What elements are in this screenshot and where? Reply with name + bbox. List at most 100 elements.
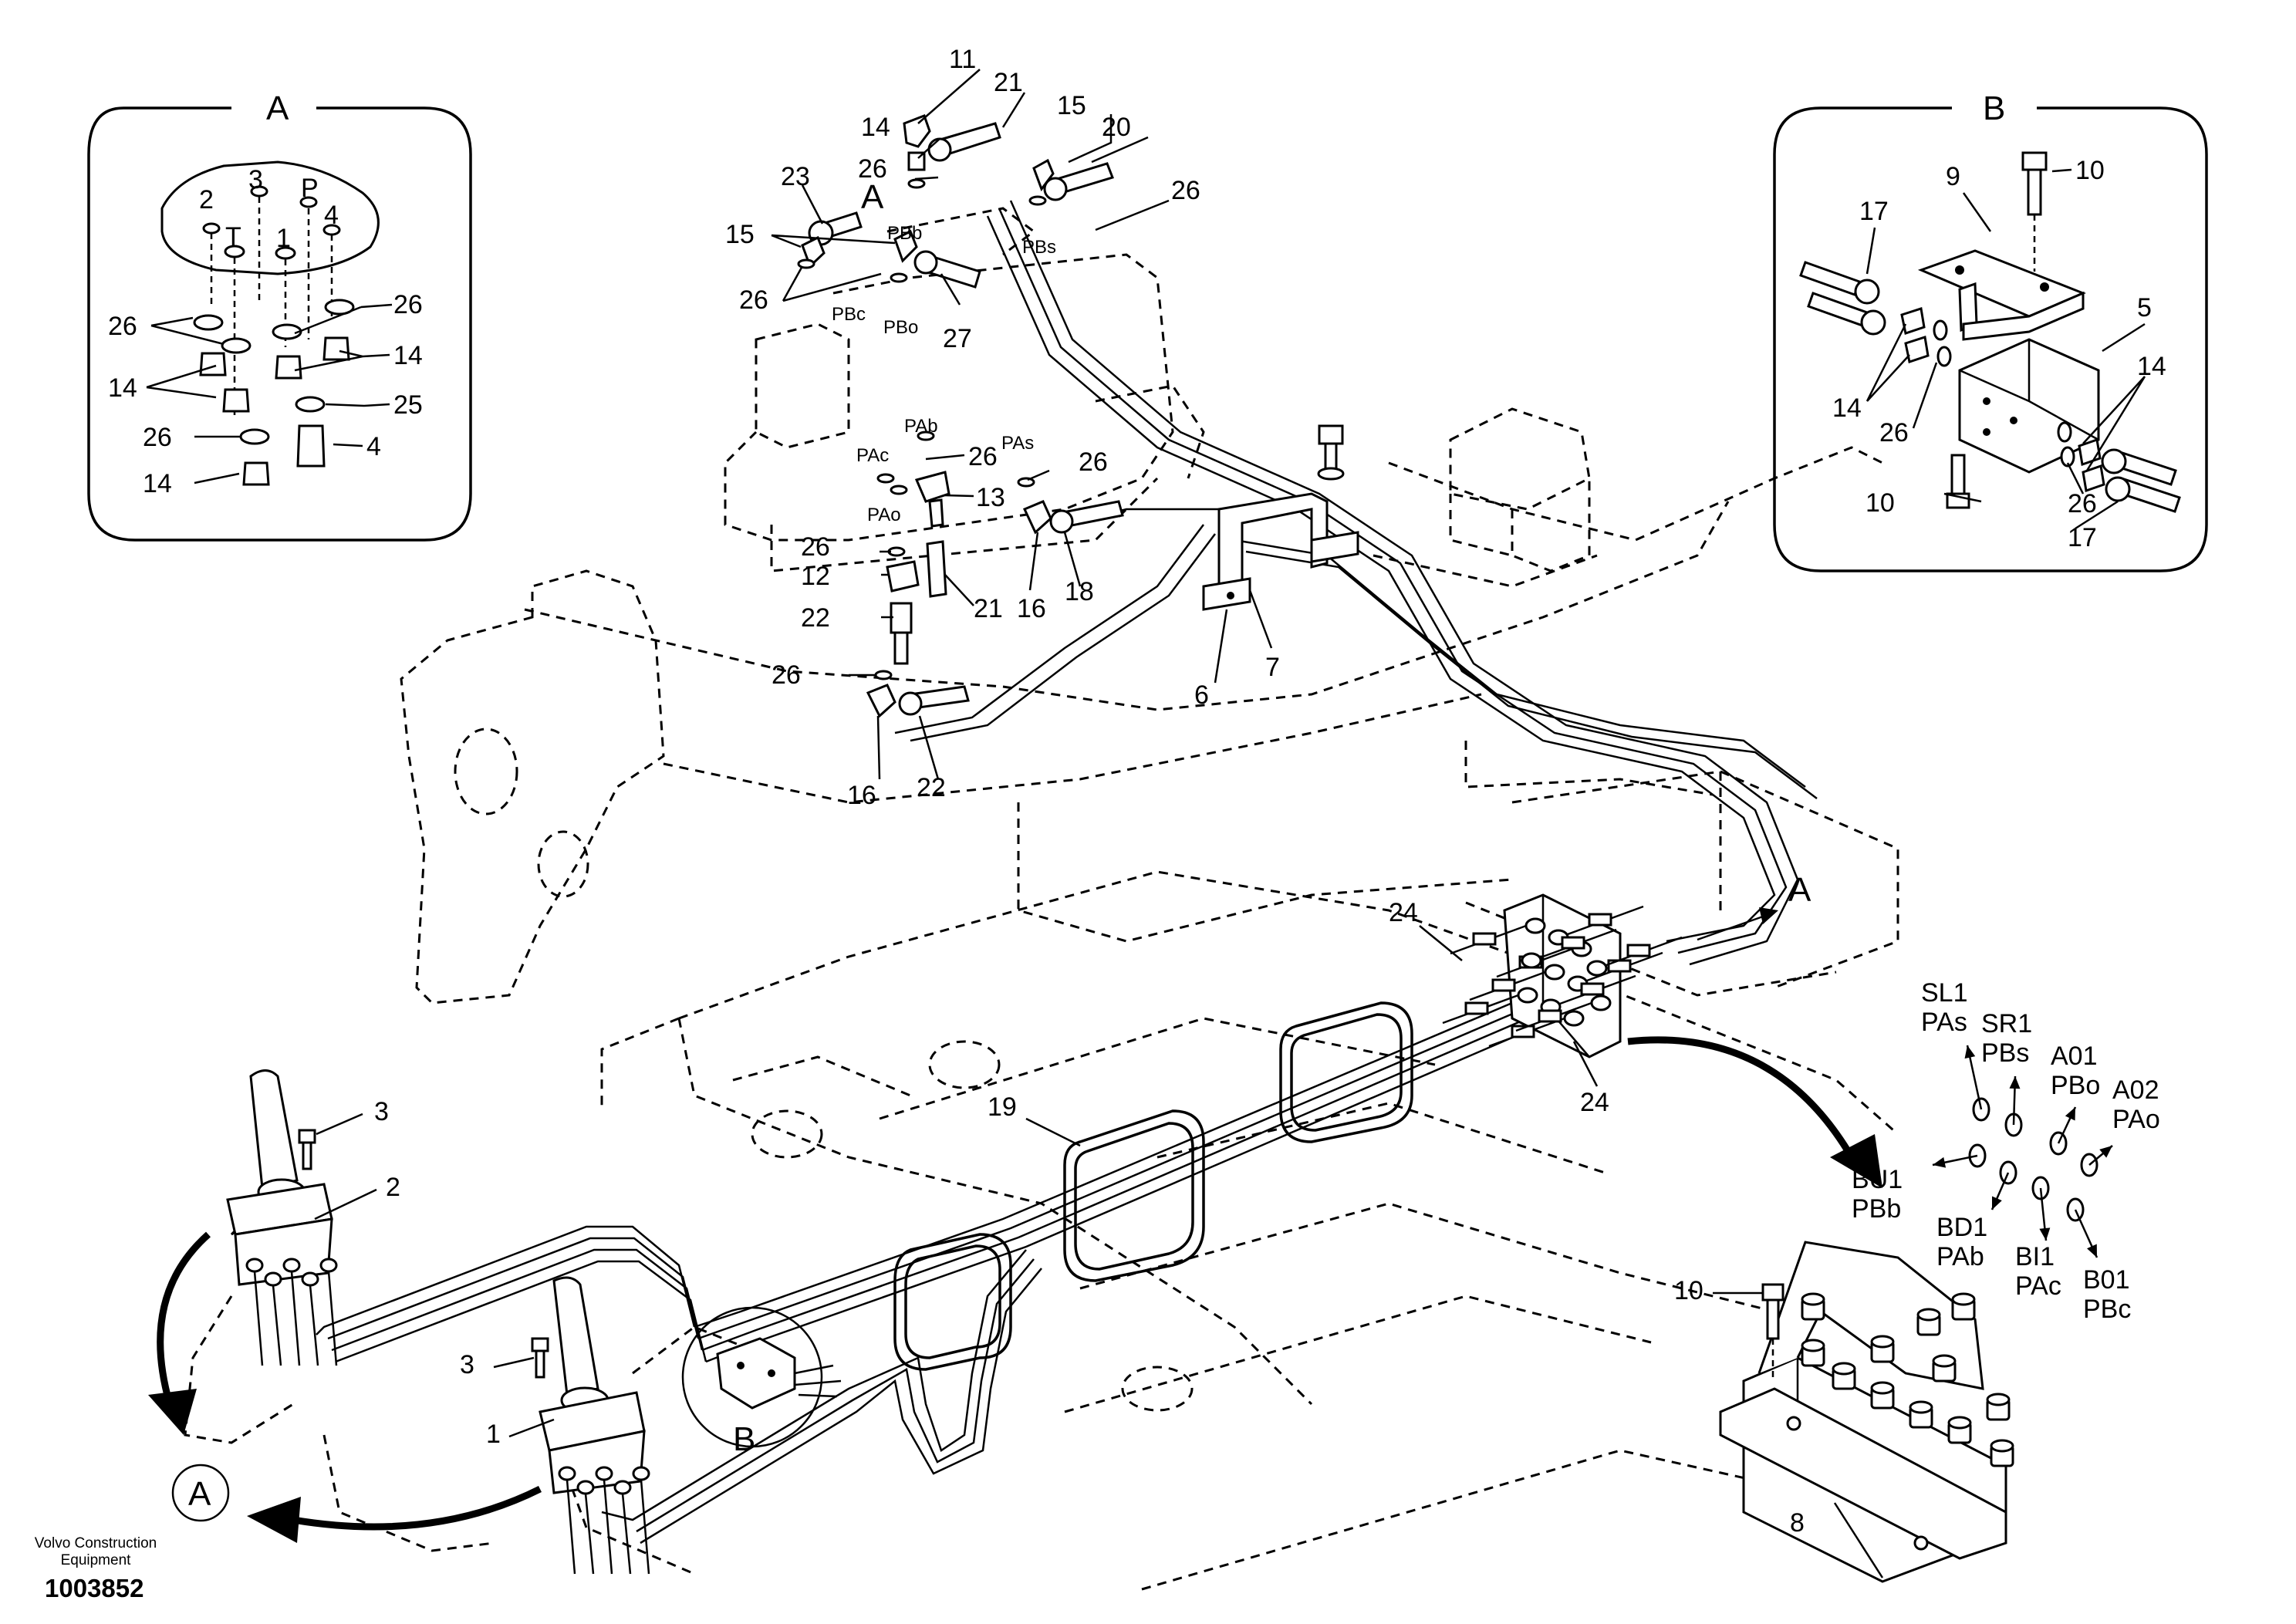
callout-26: 26 xyxy=(2068,489,2097,518)
callout-22: 22 xyxy=(917,773,946,802)
detail-view-a: A 2 3 P 4 T 1 26 26 14 14 25 xyxy=(87,89,472,542)
callout-17: 17 xyxy=(2068,523,2097,552)
callout-14: 14 xyxy=(861,113,890,142)
view-a-ref: A xyxy=(188,1475,211,1513)
callout-5: 5 xyxy=(2137,293,2152,322)
joystick-port xyxy=(576,1480,595,1575)
portmap-PAs: PAs xyxy=(1921,1008,1967,1037)
callout-26: 26 xyxy=(739,285,768,315)
callout-24: 24 xyxy=(1389,898,1418,927)
joystick-port xyxy=(282,1258,301,1366)
callout-10: 10 xyxy=(1674,1276,1703,1305)
callout-18: 18 xyxy=(1065,577,1094,606)
joystick-port xyxy=(301,1271,319,1366)
callout-14: 14 xyxy=(1832,393,1862,423)
callouts-main: 11 21 15 20 14 26 23 26 15 26 27 26 26 1… xyxy=(374,45,1805,1538)
portmap-PAc: PAc xyxy=(2015,1271,2061,1301)
portmap-SL1: SL1 xyxy=(1921,978,1968,1008)
port-PAb: PAb xyxy=(904,416,938,437)
callout-1: 1 xyxy=(486,1420,501,1449)
callout-14: 14 xyxy=(2137,352,2166,381)
hose-fitting xyxy=(1442,987,1538,1025)
port-PAc: PAc xyxy=(856,445,889,466)
portmap-B01: B01 xyxy=(2083,1265,2130,1295)
callout-3: 3 xyxy=(460,1350,474,1379)
plate-fitting xyxy=(1951,1292,1976,1321)
plate-fitting xyxy=(1801,1292,1825,1321)
port-PAs: PAs xyxy=(1001,433,1034,454)
port-ring xyxy=(1932,1143,1987,1168)
view-b-title: B xyxy=(1983,89,2005,127)
port-ring xyxy=(2031,1176,2051,1241)
portmap-PAb: PAb xyxy=(1936,1242,1984,1271)
callout-6: 6 xyxy=(1194,680,1209,710)
joystick-port xyxy=(245,1258,264,1366)
plate-fitting xyxy=(1990,1439,2014,1467)
callout-2: 2 xyxy=(386,1173,400,1202)
port-PBb: PBb xyxy=(887,223,922,244)
hose-bundle xyxy=(316,200,1818,1545)
manufacturer-name: Volvo Construction Equipment xyxy=(34,1535,157,1568)
joystick-port xyxy=(595,1466,613,1575)
callout-4: 4 xyxy=(366,432,381,461)
port-ring xyxy=(2066,1197,2098,1258)
curved-arrows xyxy=(148,907,1882,1543)
plate-fitting xyxy=(1909,1400,1933,1429)
hose-fitting xyxy=(1586,936,1683,977)
plate-fitting xyxy=(1870,1381,1895,1410)
plate-fitting xyxy=(1832,1362,1856,1390)
callout-15: 15 xyxy=(725,220,755,249)
portmap-PBs: PBs xyxy=(1981,1038,2029,1068)
callout-16: 16 xyxy=(1017,594,1046,623)
port-p: P xyxy=(301,174,319,203)
port-ring xyxy=(2004,1075,2023,1137)
port-ring xyxy=(2080,1145,2113,1177)
callout-26: 26 xyxy=(1079,447,1108,477)
portmap-PAo: PAo xyxy=(2112,1105,2160,1134)
joystick-port xyxy=(632,1466,650,1575)
callout-16: 16 xyxy=(847,781,876,810)
portmap-SR1: SR1 xyxy=(1981,1009,2032,1038)
callout-12: 12 xyxy=(801,562,830,591)
plate-fitting xyxy=(1870,1335,1895,1363)
port-PBc: PBc xyxy=(832,304,866,325)
callout-13: 13 xyxy=(976,483,1005,512)
joystick-port xyxy=(558,1466,576,1575)
plate-fitting xyxy=(1932,1354,1957,1383)
callout-19: 19 xyxy=(988,1092,1017,1122)
port-ring xyxy=(1990,1160,2017,1210)
callout-21: 21 xyxy=(994,68,1023,97)
hose-fitting xyxy=(1469,964,1565,1001)
callout-10: 10 xyxy=(1866,488,1895,518)
document-number: 1003852 xyxy=(45,1574,144,1602)
hose-bracket-7 xyxy=(1202,424,1359,611)
callout-26: 26 xyxy=(858,154,887,184)
port-PAo: PAo xyxy=(867,505,901,525)
callout-26: 26 xyxy=(393,290,423,319)
detail-view-b: B xyxy=(1773,89,2208,572)
joystick-2 xyxy=(226,1069,338,1366)
portmap-A01: A01 xyxy=(2051,1042,2098,1071)
callout-24: 24 xyxy=(1580,1088,1609,1117)
joystick-1 xyxy=(539,1276,650,1575)
plate-fitting xyxy=(1947,1416,1972,1444)
port-map: SL1 PAs SR1 PBs A01 PBo A02 PAo BU1 PBb … xyxy=(1852,978,2160,1324)
hose-fitting xyxy=(1488,1010,1585,1048)
portmap-A02: A02 xyxy=(2112,1075,2159,1105)
portmap-BD1: BD1 xyxy=(1936,1213,1987,1242)
frame-outline xyxy=(184,207,1899,1591)
port-t: T xyxy=(225,222,241,252)
callout-20: 20 xyxy=(1102,113,1131,142)
callout-14: 14 xyxy=(393,341,423,370)
callout-26: 26 xyxy=(1879,418,1909,447)
callout-14: 14 xyxy=(108,373,137,403)
port-PBo: PBo xyxy=(883,317,918,338)
distributor-block-24 xyxy=(1442,893,1683,1058)
valve-port-labels: A A PBb PBs PBc PBo PAb PAc PAs PAo xyxy=(832,178,1811,909)
callout-26: 26 xyxy=(108,312,137,341)
callout-leaders xyxy=(314,69,1884,1578)
callout-23: 23 xyxy=(781,162,810,191)
view-b-ref: B xyxy=(733,1420,755,1458)
port-3: 3 xyxy=(248,165,263,194)
